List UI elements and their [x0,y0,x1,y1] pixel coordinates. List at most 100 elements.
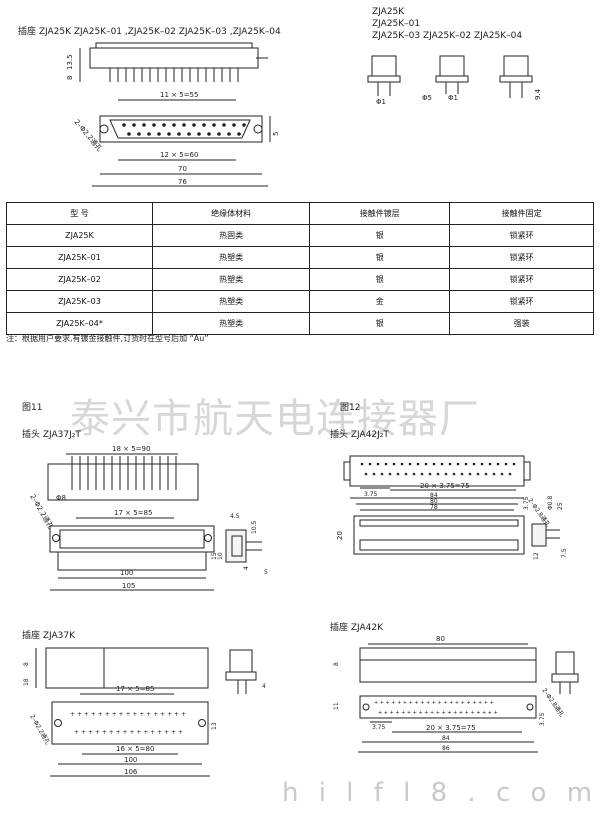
svg-text:+ + + + + + + + + + + + + + +: + + + + + + + + + + + + + + + + + + + + … [378,710,498,716]
zja42k-d11: 11 [333,702,340,710]
table-cell: 锁紧环 [449,268,594,291]
zja37k-w100: 100 [124,756,137,764]
table-cell: 热固类 [151,224,311,247]
dim-76: 76 [178,178,187,186]
fig12-w84: 84 [430,492,438,499]
fig11-w100: 100 [120,569,133,577]
watermark-text: 泰兴市航天电连接器厂 [70,396,480,442]
dim-9-4: 9.4 [534,88,542,100]
zja42k-w86: 86 [442,745,450,752]
fig11-w105: 105 [122,582,135,590]
zja37k-d18: 18 [23,678,30,686]
table-cell: 热塑类 [151,290,311,313]
table-cell: 热塑类 [151,312,311,335]
fig11-phi: Φ8 [56,494,66,502]
dim-hole-25k: 2–Φ2.2通孔 [72,118,104,153]
fig12-p1: 20 × 3.75=75 [420,482,470,490]
table-cell: 银 [309,246,451,269]
fig11-p2: 17 × 5=85 [114,509,152,517]
svg-text:+ + + + + + + + + + + + + + +: + + + + + + + + + + + + + + + + + [70,711,186,718]
zja37k-hole: 2–Φ2.2通孔 [28,713,51,746]
dim-pitch-60: 12 × 5=60 [160,151,198,159]
table-cell: ZJA25K [6,224,153,247]
zja42k-p1: 20 × 3.75=75 [426,724,476,732]
dim-pitch-55: 11 × 5=55 [160,91,198,99]
right-header-line-3: ZJA25K–03 ZJA25K–02 ZJA25K–04 [372,31,523,41]
dim-13-5: 13.5 [66,54,74,70]
zja25k-drawing: 13.5 8 11 × 5=55 2–Φ2.2通孔 5 12 × 5=60 70… [66,42,542,187]
zja37k-d4: 4 [262,683,266,690]
fig12-d7-5: 7.5 [561,548,568,558]
table-row: ZJA25K–04* 热塑类 银 强装 [6,312,594,335]
table-row: ZJA25K–02 热塑类 银 锁紧环 [6,268,594,291]
table-cell: 锁紧环 [449,224,594,247]
fig12-d20: 20 [336,531,344,540]
fig11-d5: 5 [264,569,268,576]
table-cell: 锁紧环 [449,246,594,269]
col-header: 绝缘体材料 [151,202,311,225]
fig12-name: 插头 ZJA42J₂T [330,430,389,440]
table-cell: 热塑类 [151,246,311,269]
zja42k-d3-75b: 3.75 [539,712,546,726]
fig11-d10: 10 [217,552,224,560]
fig11-d4: 4 [243,566,250,570]
table-cell: ZJA25K–02 [6,268,153,291]
table-header-row: 型 号 绝缘体材料 接触件镀层 接触件固定 [6,202,594,225]
dim-5-right: 5 [272,132,280,136]
fig11-d10-5: 10.5 [251,520,258,534]
table-cell: ZJA25K–01 [6,246,153,269]
table-cell: 金 [309,290,451,313]
zja42k-d8: 8 [333,662,340,666]
zja42k-name: 插座 ZJA42K [330,623,384,633]
fig11-name: 插头 ZJA37J₂T [22,430,81,440]
table-cell: ZJA25K–03 [6,290,153,313]
fig11-title: 图11 [22,403,43,413]
table-row: ZJA25K 热固类 银 锁紧环 [6,224,594,247]
fig12-d25: 25 [557,502,564,510]
zja37k-drawing: 8 18 17 × 5=85 + + + + + + + + + + + + +… [23,647,266,777]
fig12-title: 图12 [340,403,361,413]
order-note: 注：根据用户要求,有镀金接触件,订货时在型号后加 “Au” [6,334,209,343]
zja37k-d13: 13 [211,722,218,730]
spec-table: 型 号 绝缘体材料 接触件镀层 接触件固定 ZJA25K 热固类 银 锁紧环 Z… [6,202,594,335]
zja42k-drawing: 80 8 + + + + + + + + + + + + + + + + + +… [333,635,579,753]
fig12-w80: 80 [430,498,438,505]
zja37k-w106: 106 [124,768,138,776]
svg-text:+ + + + + + + + + + + + + + +: + + + + + + + + + + + + + + + + + + + + … [374,700,494,706]
fig12-d3-75b: 3.75 [523,496,530,510]
fig11-p1: 18 × 5=90 [112,445,150,453]
fig12-phi: Φ0.8 [547,496,554,510]
dim-70: 70 [178,165,187,173]
zja37k-d8: 8 [23,662,30,666]
table-cell: 锁紧环 [449,290,594,313]
col-header: 接触件镀层 [309,202,451,225]
col-header: 接触件固定 [449,202,594,225]
watermark-url: h i l f l 8 . c o m [282,778,599,808]
zja25k-right-header: ZJA25K ZJA25K–01 ZJA25K–03 ZJA25K–02 ZJA… [372,6,522,42]
table-cell: 强装 [449,312,594,335]
zja25k-header: 插座 ZJA25K ZJA25K–01 ,ZJA25K–02 ZJA25K–03… [18,27,281,37]
fig12-drawing: 3.75 20 × 3.75=75 84 80 78 20 2–Φ2.8通孔 3… [336,455,568,560]
fig11-drawing: 18 × 5=90 17 × 5=85 Φ8 2–Φ2.2通孔 100 105 … [28,445,268,591]
table-cell: 银 [309,268,451,291]
table-cell: 热塑类 [151,268,311,291]
col-header: 型 号 [6,202,153,225]
table-cell: ZJA25K–04* [6,312,153,335]
zja42k-w80: 80 [436,635,445,643]
fig12-w78: 78 [430,504,438,511]
zja37k-name: 插座 ZJA37K [22,631,76,641]
zja42k-w84: 84 [442,735,450,742]
zja37k-p2: 16 × 5=80 [116,745,154,753]
fig11-d4-5: 4.5 [230,513,240,520]
table-row: ZJA25K–01 热塑类 银 锁紧环 [6,246,594,269]
dim-phi1-a: Φ1 [376,98,386,106]
table-cell: 银 [309,312,451,335]
dim-8-top: 8 [66,76,74,80]
dim-phi1-b: Φ1 [448,94,458,102]
right-header-line-1: ZJA25K [372,7,405,17]
table-row: ZJA25K–03 热塑类 金 锁紧环 [6,290,594,313]
fig12-d12: 12 [533,552,540,560]
zja37k-p1: 17 × 5=85 [116,685,154,693]
fig11-hole: 2–Φ2.2通孔 [28,493,55,531]
